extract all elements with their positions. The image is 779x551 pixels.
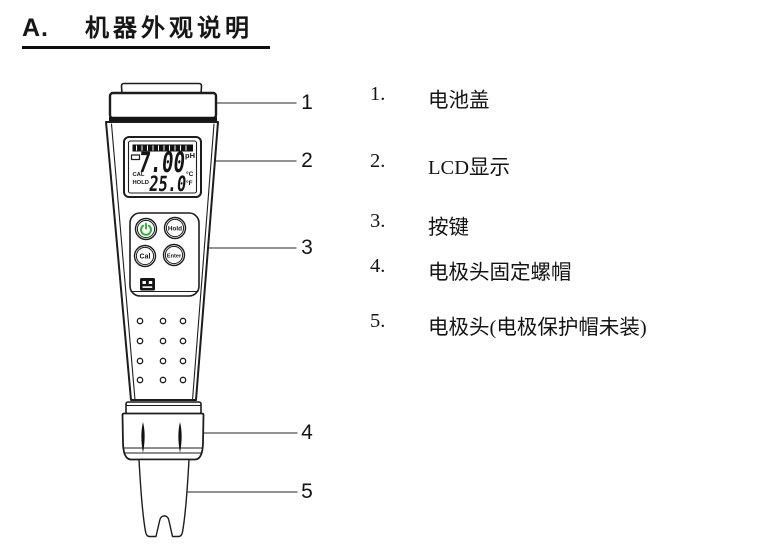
section-title: A. 机器外观说明 bbox=[22, 8, 270, 49]
part-label: LCD显示 bbox=[428, 157, 510, 179]
callout-lines bbox=[165, 102, 298, 493]
part-label: 电极头(电极保护帽未装) bbox=[428, 317, 647, 339]
callout-number-3: 3 bbox=[301, 236, 313, 259]
part-row-4: 4. 电极头固定螺帽 bbox=[370, 255, 572, 285]
top-cap bbox=[120, 82, 203, 95]
power-button-inner-ring bbox=[136, 219, 156, 239]
lcd-main-value: 7.00 bbox=[137, 146, 186, 179]
cal-button-label: Cal bbox=[140, 254, 151, 261]
part-label: 电极头固定螺帽 bbox=[428, 262, 572, 284]
hold-button bbox=[163, 216, 187, 240]
callout-number-2: 2 bbox=[301, 149, 313, 172]
part-row-5: 5. 电极头(电极保护帽未装) bbox=[370, 310, 647, 340]
body-edge-left bbox=[110, 123, 136, 401]
body-collar bbox=[125, 401, 202, 415]
battery-cover-band bbox=[109, 117, 217, 122]
callout-number-5: 5 bbox=[301, 480, 313, 503]
grip-dots bbox=[136, 317, 187, 384]
callout-number-4: 4 bbox=[301, 421, 313, 444]
part-number: 5. bbox=[370, 310, 386, 332]
lcd-hold-annunciator: HOLD bbox=[133, 180, 149, 186]
device-figure: 7.00 pH CAL HOLD 25.0 °C °F Hold Cal Ent… bbox=[105, 82, 298, 538]
part-number: 1. bbox=[370, 83, 386, 105]
enter-button-label: Enter bbox=[167, 253, 182, 259]
cal-button-inner-ring bbox=[135, 246, 155, 266]
lcd-screen bbox=[127, 140, 198, 194]
lcd-segment-ticks bbox=[136, 145, 187, 151]
part-number: 4. bbox=[370, 255, 386, 277]
power-button bbox=[134, 217, 158, 241]
lcd-celsius-unit: °C bbox=[186, 170, 194, 178]
power-icon bbox=[140, 222, 152, 236]
lcd-segment-bar bbox=[132, 144, 193, 152]
body-edge-right bbox=[191, 123, 215, 401]
nut-groove-right bbox=[178, 422, 182, 453]
part-label: 电池盖 bbox=[428, 90, 490, 112]
lcd-temp-value: 25.0 bbox=[148, 171, 188, 196]
hold-button-inner-ring bbox=[165, 218, 185, 238]
nut-groove-left bbox=[141, 422, 145, 453]
lcd-cal-annunciator: CAL bbox=[133, 172, 145, 178]
part-number: 2. bbox=[370, 150, 386, 172]
brand-logo-icon bbox=[140, 278, 155, 291]
enter-button bbox=[162, 243, 186, 267]
lcd-fahrenheit-unit: °F bbox=[186, 179, 193, 187]
electrode-head bbox=[138, 458, 190, 538]
cal-button bbox=[133, 244, 157, 268]
battery-icon bbox=[130, 154, 141, 161]
part-row-2: 2. LCD显示 bbox=[370, 150, 510, 180]
hold-button-label: Hold bbox=[168, 226, 182, 233]
section-letter: A. bbox=[22, 14, 49, 42]
callout-number-1: 1 bbox=[301, 91, 313, 114]
enter-button-inner-ring bbox=[164, 245, 184, 265]
part-row-3: 3. 按键 bbox=[370, 210, 469, 240]
lcd-ph-unit: pH bbox=[185, 151, 195, 160]
battery-cover bbox=[108, 91, 218, 120]
part-label: 按键 bbox=[428, 217, 469, 239]
section-title-text: 机器外观说明 bbox=[85, 16, 253, 42]
part-number: 3. bbox=[370, 210, 386, 232]
part-row-1: 1. 电池盖 bbox=[370, 83, 490, 113]
